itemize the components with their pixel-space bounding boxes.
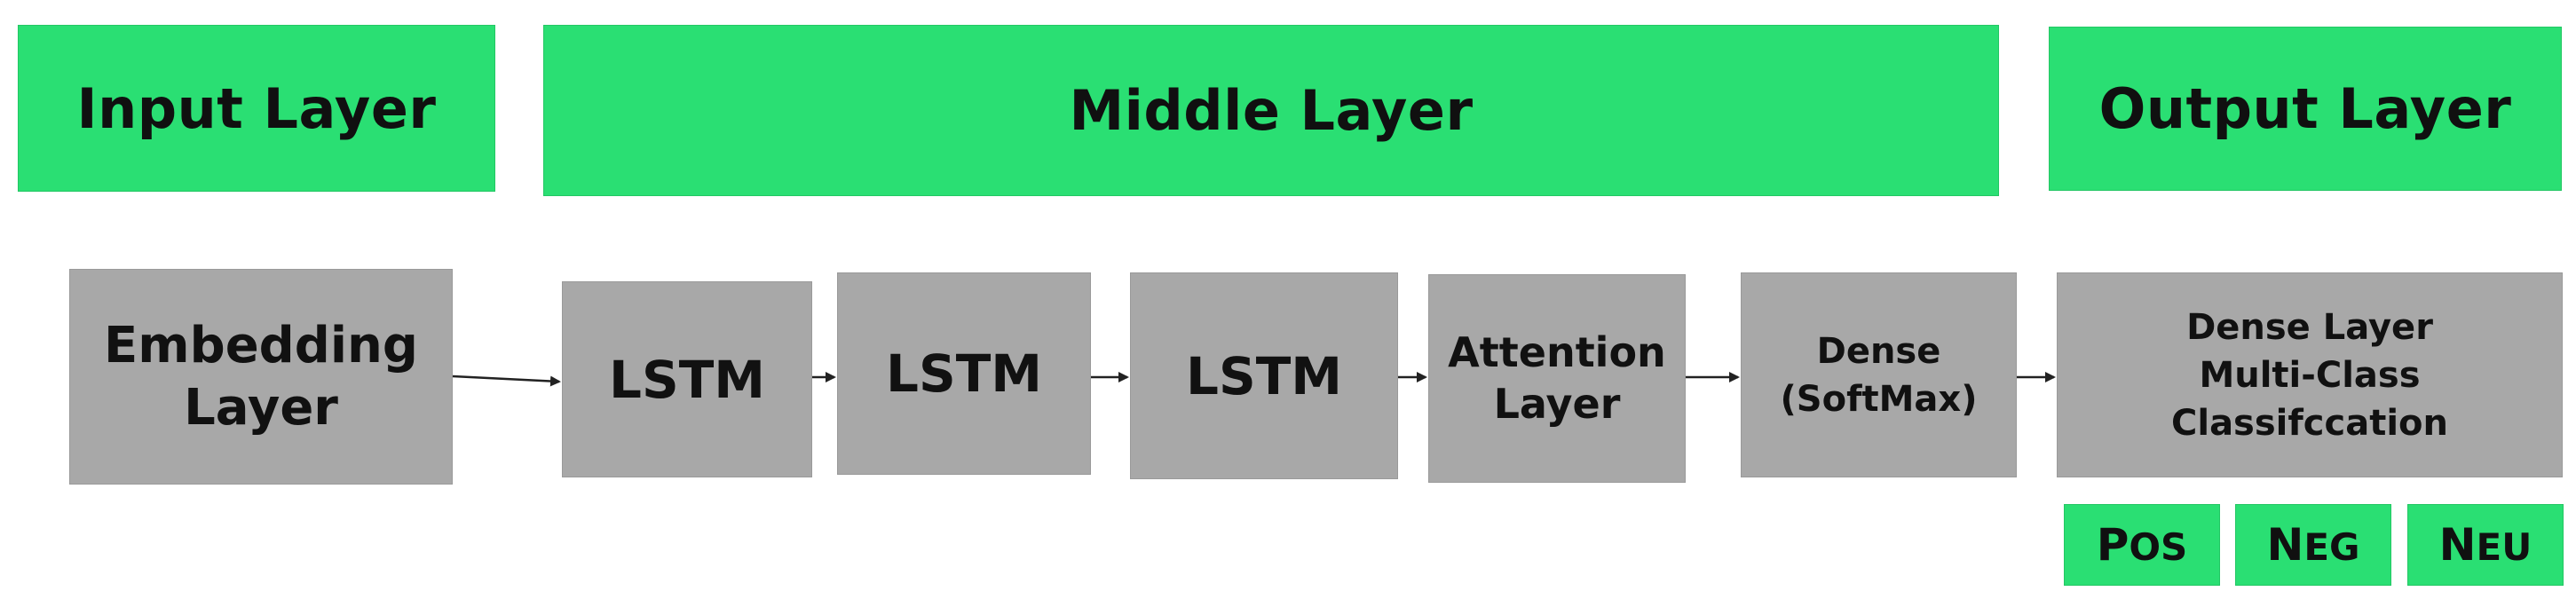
lstm-node-3: LSTM — [1130, 272, 1398, 479]
class-pos-initial: P — [2096, 519, 2130, 571]
embedding-layer-node: Embedding Layer — [69, 269, 453, 485]
lstm-node-2: LSTM — [837, 272, 1091, 475]
attention-layer-label: Attention Layer — [1448, 328, 1666, 428]
lstm-node-1: LSTM — [562, 281, 812, 477]
output-layer-header: Output Layer — [2049, 27, 2562, 191]
class-pos-rest: OS — [2129, 525, 2188, 569]
class-neg-box: NEG — [2235, 504, 2391, 586]
lstm-node-3-label: LSTM — [1185, 345, 1342, 406]
input-layer-header-label: Input Layer — [76, 75, 437, 141]
dense-softmax-label: Dense (SoftMax) — [1780, 330, 1978, 420]
lstm-node-1-label: LSTM — [608, 349, 765, 410]
class-pos-box: POS — [2064, 504, 2220, 586]
dense-multiclass-label: Dense Layer Multi-Class Classifccation — [2171, 306, 2448, 444]
dense-softmax-node: Dense (SoftMax) — [1741, 272, 2017, 477]
class-neu-initial: N — [2438, 519, 2477, 571]
class-neg-initial: N — [2266, 519, 2304, 571]
lstm-node-2-label: LSTM — [885, 343, 1042, 404]
output-layer-header-label: Output Layer — [2098, 76, 2512, 141]
arrow-embedding-to-lstm1 — [452, 374, 561, 387]
embedding-layer-label: Embedding Layer — [104, 316, 418, 437]
class-neg-rest: EG — [2303, 525, 2360, 569]
middle-layer-header: Middle Layer — [543, 25, 1999, 196]
class-neu-rest: EU — [2476, 525, 2533, 569]
middle-layer-header-label: Middle Layer — [1069, 78, 1474, 143]
input-layer-header: Input Layer — [18, 25, 495, 192]
dense-multiclass-node: Dense Layer Multi-Class Classifccation — [2057, 272, 2563, 477]
class-neu-box: NEU — [2407, 504, 2564, 586]
attention-layer-node: Attention Layer — [1428, 274, 1686, 483]
